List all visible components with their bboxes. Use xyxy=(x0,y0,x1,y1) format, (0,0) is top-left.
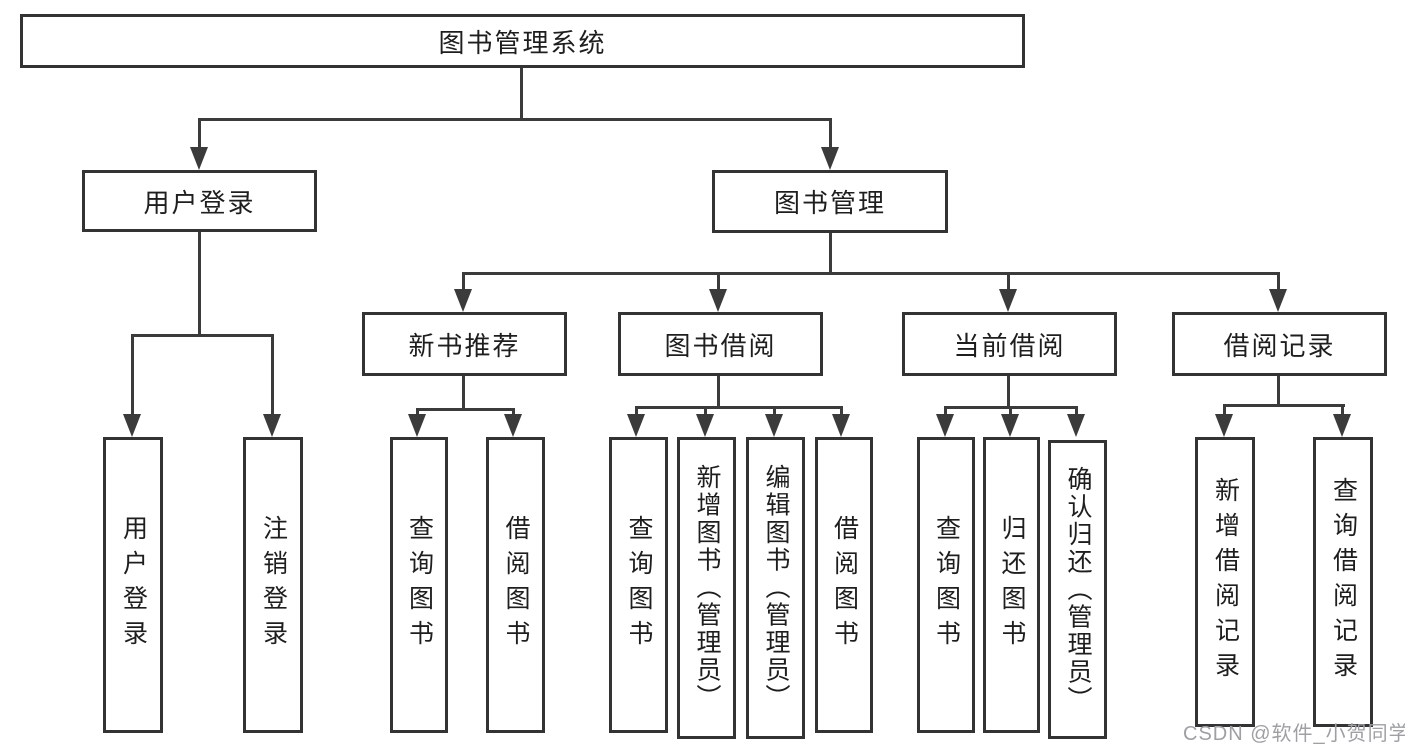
node-root-label: 图书管理系统 xyxy=(438,27,607,58)
arrow-down-icon xyxy=(1333,414,1351,437)
connector-line xyxy=(416,408,515,411)
connector-line xyxy=(462,376,465,410)
node-user-login-label: 用户登录 xyxy=(143,187,256,218)
node-current-borrow-label: 当前借阅 xyxy=(953,330,1066,361)
connector-line xyxy=(416,408,419,417)
leaf-query-borrow-record: 查询借阅记录 xyxy=(1313,437,1373,727)
arrow-down-icon xyxy=(696,414,714,437)
leaf-logout: 注销登录 xyxy=(243,437,303,733)
node-user-login: 用户登录 xyxy=(82,170,317,232)
leaf-user-login: 用户登录 xyxy=(103,437,163,733)
leaf-borrow-books-label: 借阅图书 xyxy=(830,515,859,655)
node-new-book-recommend-label: 新书推荐 xyxy=(408,330,521,361)
node-book-management: 图书管理 xyxy=(712,170,948,233)
arrow-down-icon xyxy=(1269,289,1287,312)
connector-line xyxy=(635,406,638,417)
arrow-down-icon xyxy=(765,414,783,437)
arrow-down-icon xyxy=(263,414,281,437)
arrow-down-icon xyxy=(627,414,645,437)
connector-line xyxy=(829,233,832,274)
node-root: 图书管理系统 xyxy=(20,14,1025,68)
connector-line xyxy=(717,272,720,292)
connector-line xyxy=(773,406,776,417)
arrow-down-icon xyxy=(1067,414,1085,437)
leaf-confirm-return-admin: 确认归还（管理员） xyxy=(1048,440,1107,739)
node-new-book-recommend: 新书推荐 xyxy=(362,312,567,376)
leaf-edit-book-admin-label: 编辑图书（管理员） xyxy=(762,464,790,712)
leaf-add-book-admin: 新增图书（管理员） xyxy=(677,437,736,739)
arrow-down-icon xyxy=(1215,414,1233,437)
leaf-add-book-admin-label: 新增图书（管理员） xyxy=(693,464,721,712)
leaf-edit-book-admin: 编辑图书（管理员） xyxy=(746,437,805,739)
connector-line xyxy=(829,118,832,150)
connector-line xyxy=(131,334,134,416)
connector-line xyxy=(1341,404,1344,417)
leaf-borrow-books-recommend: 借阅图书 xyxy=(486,437,545,733)
connector-line xyxy=(944,406,947,417)
watermark-text: CSDN @软件_小贺同学 xyxy=(1183,723,1405,745)
connector-line xyxy=(512,408,515,417)
arrow-down-icon xyxy=(936,414,954,437)
connector-line xyxy=(198,118,832,121)
leaf-add-borrow-record-label: 新增借阅记录 xyxy=(1211,477,1240,687)
connector-line xyxy=(520,68,523,120)
arrow-down-icon xyxy=(999,289,1017,312)
connector-line xyxy=(1007,376,1010,408)
leaf-return-books: 归还图书 xyxy=(983,437,1040,733)
arrow-down-icon xyxy=(190,147,208,170)
node-book-borrow-label: 图书借阅 xyxy=(664,330,777,361)
leaf-add-borrow-record: 新增借阅记录 xyxy=(1195,437,1255,727)
leaf-borrow-books-recommend-label: 借阅图书 xyxy=(502,515,530,655)
connector-line xyxy=(462,272,1280,275)
connector-line xyxy=(198,118,201,150)
connector-line xyxy=(1277,376,1280,406)
connector-line xyxy=(131,334,274,337)
connector-line xyxy=(1277,272,1280,292)
arrow-down-icon xyxy=(1001,414,1019,437)
arrow-down-icon xyxy=(709,289,727,312)
connector-line xyxy=(840,406,843,417)
leaf-user-login-label: 用户登录 xyxy=(119,515,148,655)
connector-line xyxy=(1007,272,1010,292)
arrow-down-icon xyxy=(123,414,141,437)
node-book-borrow: 图书借阅 xyxy=(618,312,823,376)
leaf-query-books-recommend-label: 查询图书 xyxy=(405,515,434,655)
connector-line xyxy=(1223,404,1226,417)
leaf-borrow-books: 借阅图书 xyxy=(815,437,873,733)
leaf-query-books-current: 查询图书 xyxy=(917,437,975,733)
node-borrow-records: 借阅记录 xyxy=(1172,312,1387,376)
connector-line xyxy=(198,232,201,336)
leaf-confirm-return-admin-label: 确认归还（管理员） xyxy=(1064,465,1092,714)
leaf-return-books-label: 归还图书 xyxy=(998,515,1026,655)
arrow-down-icon xyxy=(832,414,850,437)
connector-line xyxy=(717,376,720,408)
leaf-query-borrow-record-label: 查询借阅记录 xyxy=(1329,477,1358,687)
leaf-query-books-current-label: 查询图书 xyxy=(932,515,961,655)
leaf-query-books-recommend: 查询图书 xyxy=(390,437,448,733)
connector-line xyxy=(1223,404,1345,407)
connector-line xyxy=(271,334,274,416)
connector-line xyxy=(1075,406,1078,417)
leaf-query-books-borrow: 查询图书 xyxy=(609,437,668,733)
arrow-down-icon xyxy=(454,289,472,312)
arrow-down-icon xyxy=(821,147,839,170)
connector-line xyxy=(1009,406,1012,417)
node-book-management-label: 图书管理 xyxy=(773,188,886,218)
leaf-logout-label: 注销登录 xyxy=(259,515,288,655)
connector-line xyxy=(462,272,465,292)
node-borrow-records-label: 借阅记录 xyxy=(1223,330,1336,361)
arrow-down-icon xyxy=(504,414,522,437)
leaf-query-books-borrow-label: 查询图书 xyxy=(625,515,653,655)
node-current-borrow: 当前借阅 xyxy=(902,312,1117,376)
arrow-down-icon xyxy=(408,414,426,437)
connector-line xyxy=(635,406,843,409)
connector-line xyxy=(704,406,707,417)
